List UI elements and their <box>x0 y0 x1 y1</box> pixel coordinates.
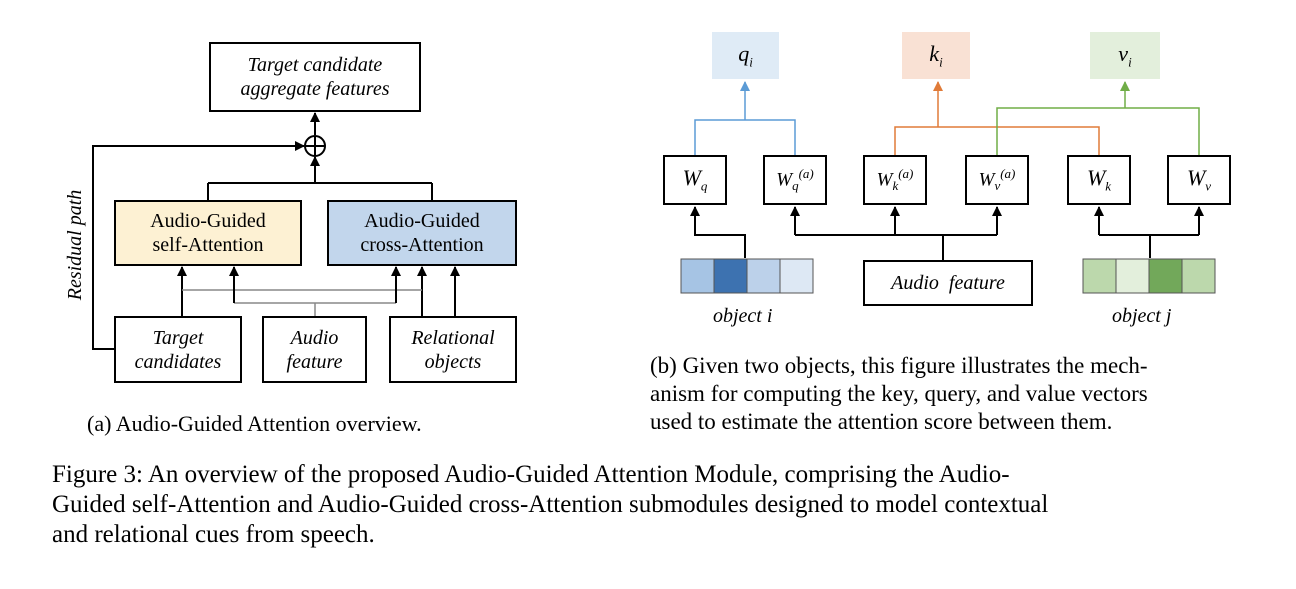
audio-feature-box-b: Audio feature <box>863 260 1033 306</box>
weight-wk-audio-box: Wk(a) <box>863 155 927 205</box>
wv-symbol: Wv <box>1186 165 1212 194</box>
weight-wv-box: Wv <box>1167 155 1231 205</box>
self-attention-line-2: self-Attention <box>152 234 264 256</box>
self-attention-line-1: Audio-Guided <box>150 210 266 232</box>
relational-objects-box: Relational objects <box>389 316 517 383</box>
plus-operator <box>304 135 326 157</box>
target-aggregate-features-box: Target candidate aggregate features <box>209 42 421 112</box>
cross-attention-line-1: Audio-Guided <box>364 210 480 232</box>
relational-objects-line-2: objects <box>424 350 482 373</box>
object-j-cell-2 <box>1115 258 1150 294</box>
k-output-box: ki <box>902 32 970 79</box>
figure-caption-line-3: and relational cues from speech. <box>52 521 375 548</box>
object-j-label: object j <box>1112 305 1172 327</box>
panel-b-input-connectors <box>690 206 1204 260</box>
caption-b-line-2: anism for computing the key, query, and … <box>650 381 1148 406</box>
caption-b: (b) Given two objects, this figure illus… <box>650 352 1148 436</box>
k-symbol: ki <box>929 40 943 70</box>
target-candidates-line-2: candidates <box>134 350 222 373</box>
audio-feature-box-a: Audio feature <box>262 316 367 383</box>
audio-feature-a-line-2: feature <box>286 350 343 373</box>
residual-path-label: Residual path <box>64 190 86 302</box>
object-i-cell-4 <box>779 258 814 294</box>
object-j-cell-1 <box>1082 258 1117 294</box>
wk-audio-symbol: Wk(a) <box>876 165 914 194</box>
target-candidates-line-1: Target <box>152 326 204 349</box>
figure-caption-line-1: Figure 3: An overview of the proposed Au… <box>52 461 1010 488</box>
wq-symbol: Wq <box>682 165 708 194</box>
figure-caption: Figure 3: An overview of the proposed Au… <box>52 460 1048 550</box>
relational-objects-line-1: Relational <box>411 326 495 349</box>
caption-b-line-1: (b) Given two objects, this figure illus… <box>650 353 1148 378</box>
v-output-box: vi <box>1090 32 1160 79</box>
panel-a-audio-lines <box>182 289 422 316</box>
panel-a-connectors <box>92 112 460 350</box>
v-symbol: vi <box>1118 40 1132 70</box>
weight-wv-audio-box: Wv(a) <box>965 155 1029 205</box>
wk-symbol: Wk <box>1086 165 1112 194</box>
object-i-cell-2 <box>713 258 748 294</box>
audio-guided-self-attention-box: Audio-Guided self-Attention <box>114 200 302 266</box>
audio-feature-a-line-1: Audio <box>290 326 339 349</box>
object-j-feature-vector <box>1082 258 1216 294</box>
weight-wq-audio-box: Wq(a) <box>763 155 827 205</box>
caption-a: (a) Audio-Guided Attention overview. <box>87 411 422 436</box>
v-line <box>996 81 1200 155</box>
object-i-cell-3 <box>746 258 781 294</box>
target-candidates-box: Target candidates <box>114 316 242 383</box>
q-output-box: qi <box>712 32 779 79</box>
audio-guided-cross-attention-box: Audio-Guided cross-Attention <box>327 200 517 266</box>
object-i-cell-1 <box>680 258 715 294</box>
object-i-feature-vector <box>680 258 814 294</box>
q-line <box>694 81 796 155</box>
panel-a-audio-arrows <box>229 266 401 303</box>
q-symbol: qi <box>738 40 753 70</box>
caption-b-line-3: used to estimate the attention score bet… <box>650 409 1113 434</box>
object-i-label: object i <box>713 305 773 327</box>
wv-audio-symbol: Wv(a) <box>978 165 1016 194</box>
object-j-cell-4 <box>1181 258 1216 294</box>
figure-caption-line-2: Guided self-Attention and Audio-Guided c… <box>52 491 1049 518</box>
target-aggregate-line-1: Target candidate <box>247 54 383 76</box>
audio-feature-b-label: Audio feature <box>891 272 1005 294</box>
weight-wk-box: Wk <box>1067 155 1131 205</box>
target-aggregate-line-2: aggregate features <box>240 78 390 100</box>
object-j-cell-3 <box>1148 258 1183 294</box>
wq-audio-symbol: Wq(a) <box>776 165 814 194</box>
cross-attention-line-2: cross-Attention <box>360 234 484 256</box>
weight-wq-box: Wq <box>663 155 727 205</box>
